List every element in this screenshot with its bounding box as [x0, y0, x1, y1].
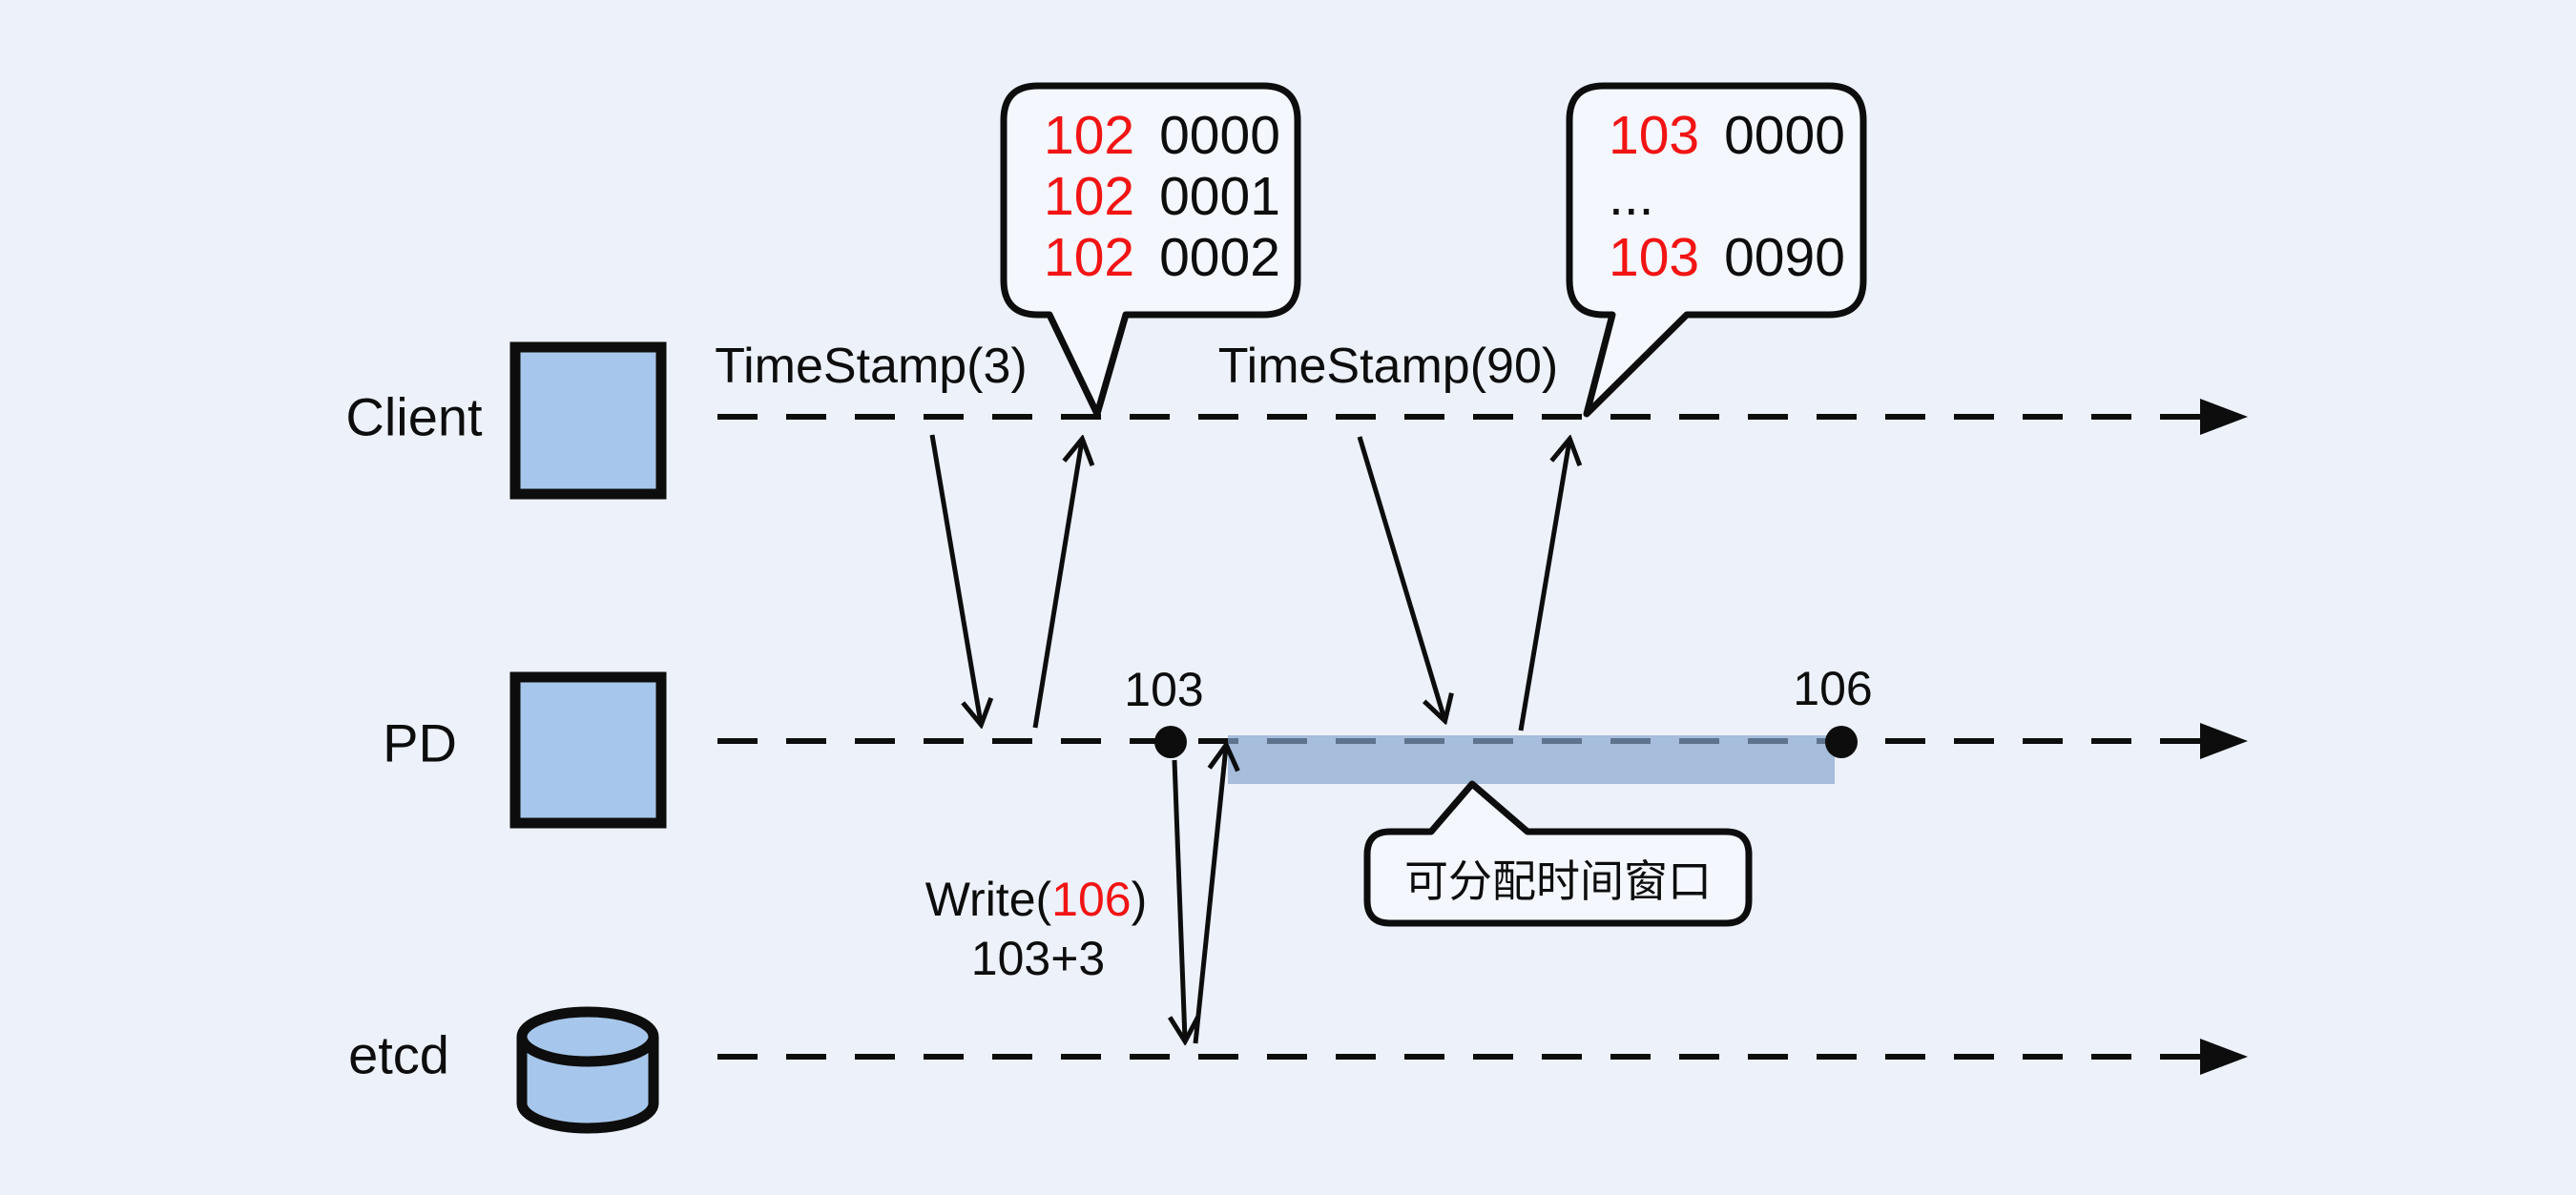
- write-label: Write(106): [925, 872, 1148, 927]
- lane-label-etcd: etcd: [348, 1024, 449, 1085]
- point-103-label: 103: [1124, 663, 1204, 716]
- client-timeline-arrowhead-icon: [2200, 399, 2248, 435]
- timestamp3-label: TimeStamp(3): [715, 339, 1028, 394]
- window-callout-shape: [1363, 780, 1753, 927]
- etcd-timeline-arrowhead-icon: [2200, 1039, 2248, 1075]
- point-106-dot-icon: [1825, 726, 1858, 758]
- ts3-request-arrow: [929, 434, 981, 723]
- bubble-103-shape: [1566, 82, 1867, 418]
- write-request-arrow: [1174, 759, 1185, 1040]
- write-prefix: Write(: [924, 873, 1052, 926]
- lane-label-pd: PD: [383, 712, 457, 773]
- ts90-response-arrow: [1518, 441, 1569, 731]
- window-callout-label: 可分配时间窗口: [1404, 856, 1712, 906]
- etcd-database-top-icon: [516, 1006, 659, 1067]
- point-106-label: 106: [1793, 662, 1873, 715]
- lane-label-client: Client: [345, 386, 483, 447]
- write-note-label: 103+3: [970, 932, 1106, 985]
- pd-node-box-icon: [509, 671, 667, 829]
- ts90-request-arrow: [1357, 436, 1444, 719]
- pd-timeline-arrowhead-icon: [2200, 723, 2248, 759]
- allocatable-window-band: [1228, 735, 1835, 784]
- write-suffix: ): [1131, 873, 1148, 926]
- bubble-102-shape: [1000, 82, 1301, 418]
- bubble-103-line-2: ...: [1609, 166, 1654, 227]
- ts3-response-arrow: [1032, 441, 1082, 729]
- write-value: 106: [1051, 873, 1132, 926]
- client-node-box-icon: [509, 341, 667, 500]
- write-response-arrow: [1193, 747, 1226, 1044]
- timestamp90-label: TimeStamp(90): [1217, 339, 1559, 394]
- point-103-dot-icon: [1154, 726, 1187, 758]
